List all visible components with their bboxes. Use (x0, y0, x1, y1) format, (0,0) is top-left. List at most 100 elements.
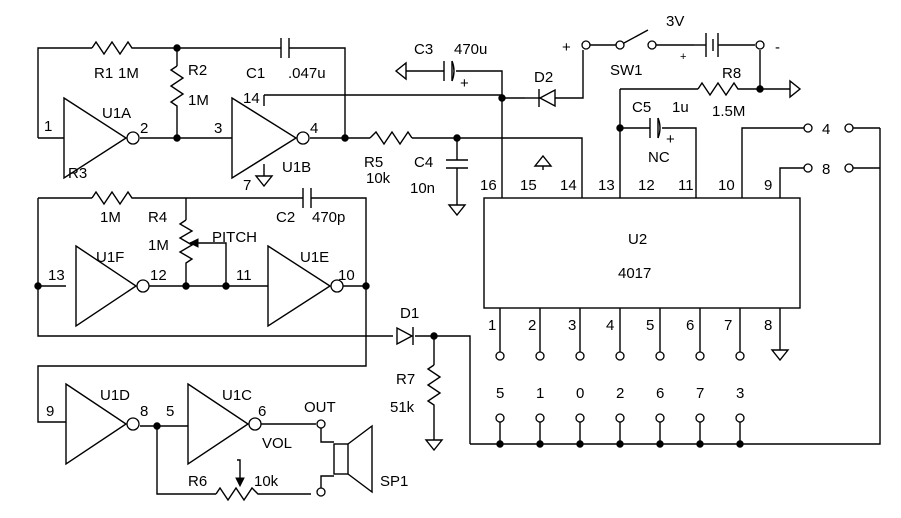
u1e-out-pin: 10 (338, 267, 355, 284)
u2-pin-3: 3 (568, 317, 576, 334)
junction (182, 282, 190, 290)
supply-symbol-u2-pin15 (533, 154, 553, 170)
terminal (803, 163, 813, 173)
u1c-out-pin: 6 (258, 403, 266, 420)
terminal (535, 351, 545, 361)
terminal (695, 351, 705, 361)
ground-symbol-u1b (254, 175, 274, 188)
u2-pin-10: 10 (718, 177, 735, 194)
r4-pitch-label: PITCH (212, 229, 257, 246)
c1-ref: C1 (246, 65, 265, 82)
speaker-sp1 (333, 424, 373, 494)
u2-pin-4: 4 (606, 317, 614, 334)
c5-plus-sign: + (666, 131, 675, 148)
wires (37, 44, 881, 495)
sw1-ref: SW1 (610, 62, 643, 79)
terminal (615, 351, 625, 361)
junction (498, 94, 506, 102)
u1b-in-pin: 3 (214, 120, 222, 137)
u1f-in-pin: 13 (48, 267, 65, 284)
inverter-u1e (267, 244, 344, 328)
resistor-r2 (169, 65, 185, 114)
capacitor-c4 (446, 159, 468, 169)
supply-minus-sign: - (775, 39, 780, 56)
inverter-u1c (187, 382, 262, 466)
inverter-u1f (75, 244, 150, 328)
c3-plus-sign: + (460, 75, 469, 92)
terminal (735, 351, 745, 361)
resistor-r1 (91, 40, 136, 56)
ground-symbol-c4 (447, 204, 467, 217)
c3-ref: C3 (414, 41, 433, 58)
c2-ref: C2 (276, 209, 295, 226)
u1b-gnd-pin: 7 (243, 177, 251, 194)
terminal (535, 413, 545, 423)
diode-d1 (396, 326, 414, 346)
terminals (316, 40, 854, 497)
r7-value: 51k (390, 399, 415, 416)
jumper-label: 7 (696, 385, 704, 402)
sp1-ref: SP1 (380, 473, 408, 490)
junction (153, 422, 161, 430)
jumper-label: 3 (736, 385, 744, 402)
r7-ref: R7 (396, 371, 415, 388)
u1a-out-pin: 2 (140, 120, 148, 137)
volume-wiper-arrow (235, 477, 245, 488)
terminal (581, 40, 591, 50)
u2-pin-5: 5 (646, 317, 654, 334)
r6-vol-label: VOL (262, 435, 292, 452)
inverter-u1a (63, 96, 140, 180)
capacitor-c1 (280, 38, 290, 58)
r3-value: 1M (100, 209, 121, 226)
pitch-wiper-arrow (188, 238, 199, 248)
terminal (655, 351, 665, 361)
r4-value: 1M (148, 237, 169, 254)
junction (616, 124, 624, 132)
r1-ref: R1 (94, 65, 113, 82)
junction (756, 85, 764, 93)
junction (736, 440, 744, 448)
r8-value: 1.5M (712, 103, 745, 120)
capacitor-c3 (443, 60, 455, 82)
junction (656, 440, 664, 448)
jumper-label: 1 (536, 385, 544, 402)
u1a-in-pin: 1 (44, 118, 52, 135)
terminal (735, 413, 745, 423)
terminal (803, 123, 813, 133)
resistor-r8 (697, 81, 742, 97)
d1-ref: D1 (400, 305, 419, 322)
ground-symbol-r7 (424, 439, 444, 452)
u1d-ref: U1D (100, 387, 130, 404)
r4-ref: R4 (148, 209, 167, 226)
terminal (755, 40, 765, 50)
u1b-ref: U1B (282, 159, 311, 176)
junction (173, 134, 181, 142)
capacitor-c5 (649, 117, 661, 139)
labels: R1 1M R2 1M C1 .047u U1A 1 2 3 4 14 7 U1… (44, 13, 830, 490)
c3-value: 470u (454, 41, 487, 58)
battery-value: 3V (666, 13, 684, 30)
c4-value: 10n (410, 180, 435, 197)
u2-pin-1: 1 (488, 317, 496, 334)
r6-ref: R6 (188, 473, 207, 490)
c5-ref: C5 (632, 99, 651, 116)
terminal (655, 413, 665, 423)
resistor-r3 (91, 190, 136, 206)
u2-pin-9: 9 (764, 177, 772, 194)
d2-ref: D2 (534, 69, 553, 86)
u1c-ref: U1C (222, 387, 252, 404)
u2-pin-11: 11 (678, 177, 694, 194)
junction (341, 134, 349, 142)
out-label: OUT (304, 399, 336, 416)
r2-ref: R2 (188, 62, 207, 79)
terminal (316, 487, 326, 497)
jumper-label: 0 (576, 385, 584, 402)
terminal (316, 419, 326, 429)
u2-pin-16: 16 (480, 177, 497, 194)
diode-d2 (525, 88, 556, 108)
u1f-ref: U1F (96, 249, 124, 266)
u1b-out-pin: 4 (310, 120, 318, 137)
u2-part: 4017 (618, 265, 651, 282)
u1f-out-pin: 12 (150, 267, 167, 284)
